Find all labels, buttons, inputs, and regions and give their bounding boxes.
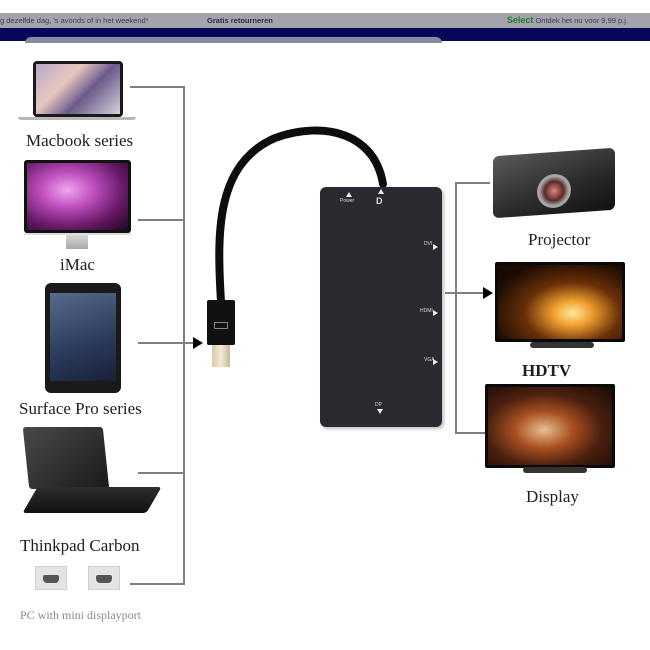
- connector-thinkpad: [138, 472, 184, 474]
- port-arrow-icon: [378, 189, 384, 194]
- connector-ports: [130, 583, 184, 585]
- output-label-hdtv: HDTV: [522, 361, 572, 380]
- port-arrow-icon: [377, 409, 383, 414]
- connector-tip: [212, 345, 230, 367]
- cable-icon: [215, 126, 387, 306]
- free-returns-link[interactable]: Gratis retourneren: [207, 16, 273, 25]
- hub-label-bottom: DP: [375, 402, 382, 408]
- mini-displayport-icon: [35, 566, 67, 590]
- arrow-right-icon: [193, 337, 203, 349]
- connector-display: [455, 432, 485, 434]
- port-arrow-icon: [433, 310, 438, 316]
- port-arrow-icon: [433, 244, 438, 250]
- output-label-projector: Projector: [528, 230, 591, 249]
- connector-projector: [455, 182, 490, 184]
- promo-delivery-text: g dezelfde dag, 's avonds of in het week…: [0, 16, 149, 25]
- select-brand: Select: [506, 15, 534, 25]
- port-arrow-icon: [346, 192, 352, 197]
- output-label-display: Display: [526, 487, 579, 506]
- arrow-right-icon: [483, 287, 493, 299]
- bracket-left-vertical: [183, 86, 185, 585]
- source-label-thinkpad: Thinkpad Carbon: [20, 536, 140, 555]
- bracket-right-vertical: [455, 182, 457, 434]
- hdtv-stand: [530, 342, 594, 348]
- select-promo[interactable]: Select Ontdek het nu voor 9,99 p.j.: [507, 13, 628, 28]
- projector-icon: [493, 147, 615, 219]
- source-label-imac: iMac: [60, 255, 95, 274]
- hub-label-power: Power: [340, 198, 355, 204]
- port-arrow-icon: [433, 359, 438, 365]
- select-promo-text: Ontdek het nu voor 9,99 p.j.: [535, 16, 628, 25]
- hub-label-dp: D: [376, 196, 383, 206]
- hub-label-vga: VGA: [424, 357, 435, 363]
- hub-label-dvi: DVI: [424, 241, 433, 247]
- source-label-macbook: Macbook series: [26, 131, 134, 150]
- connector-imac: [138, 219, 184, 221]
- ports-caption: PC with mini displayport: [20, 608, 142, 622]
- search-bar[interactable]: [25, 37, 442, 43]
- connector-macbook: [130, 86, 184, 88]
- connector-surface: [138, 342, 194, 344]
- hub-label-hdmi: HDMI: [420, 308, 433, 314]
- display-icon: [485, 384, 615, 468]
- mini-displayport-connector: [207, 300, 235, 345]
- hdtv-icon: [495, 262, 625, 342]
- source-label-surface: Surface Pro series: [19, 399, 142, 418]
- display-stand: [523, 467, 587, 473]
- mini-displayport-icon: [88, 566, 120, 590]
- top-whitespace: [0, 0, 650, 13]
- promo-bar: g dezelfde dag, 's avonds of in het week…: [0, 13, 650, 28]
- adapter-hub: Power D DVI HDMI VGA DP: [320, 187, 442, 427]
- connector-hdtv: [445, 292, 485, 294]
